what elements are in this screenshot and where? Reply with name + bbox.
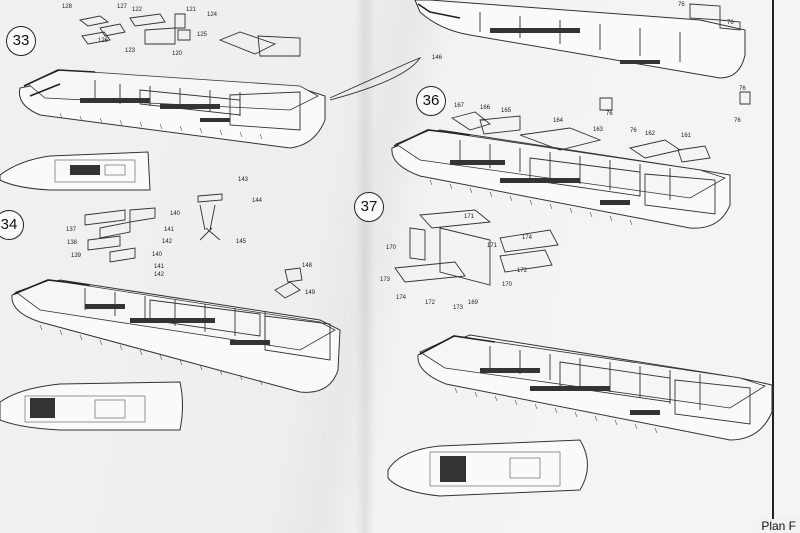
- part-label: 123: [125, 48, 136, 54]
- part-label: 170: [386, 245, 397, 251]
- part-label: 120: [172, 51, 183, 57]
- part-label: 76: [630, 128, 637, 134]
- part-label: 161: [681, 133, 692, 139]
- part-label: 121: [186, 7, 197, 13]
- part-label: 76: [606, 111, 613, 117]
- part-label: 174: [522, 235, 533, 241]
- part-label: 139: [71, 253, 82, 259]
- step-number-36: 36: [416, 86, 446, 116]
- part-label: 166: [480, 105, 491, 111]
- part-label: 124: [207, 12, 218, 18]
- part-label: 142: [162, 239, 173, 245]
- boat-step-33: [18, 13, 422, 149]
- part-label: 148: [302, 263, 313, 269]
- boat-step-36: [391, 111, 731, 229]
- frame-border-line: [772, 0, 774, 533]
- part-label: 125: [197, 32, 208, 38]
- part-label: 149: [305, 290, 316, 296]
- part-label: 171: [487, 243, 498, 249]
- part-label: 76: [678, 2, 685, 8]
- part-label: 138: [67, 240, 78, 246]
- part-label: 163: [593, 127, 604, 133]
- part-label: 140: [170, 211, 181, 217]
- part-label: 76: [739, 86, 746, 92]
- boat-step-34: [11, 193, 341, 393]
- part-label: 172: [425, 300, 436, 306]
- part-label: 144: [252, 198, 263, 204]
- part-label: 165: [501, 108, 512, 114]
- part-label: 172: [517, 268, 528, 274]
- plan-label: Plan F: [759, 519, 800, 533]
- part-label: 142: [154, 272, 165, 278]
- part-label: 162: [645, 131, 656, 137]
- deck-plan-bottom-left: [0, 381, 183, 431]
- part-label: 141: [164, 227, 175, 233]
- part-label: 174: [396, 295, 407, 301]
- deck-plan-bottom-right: [387, 439, 588, 497]
- part-label: 170: [502, 282, 513, 288]
- part-label: 137: [66, 227, 77, 233]
- part-label: 127: [117, 4, 128, 10]
- page-fold: [355, 0, 375, 533]
- boat-step-37: [394, 209, 773, 441]
- step-number-34: 34: [0, 210, 24, 240]
- boat-top-right: [414, 0, 751, 111]
- part-label: 173: [453, 305, 464, 311]
- part-label: 122: [132, 7, 143, 13]
- part-label: 169: [468, 300, 479, 306]
- part-label: 164: [553, 118, 564, 124]
- step-number-33: 33: [6, 26, 36, 56]
- step-number-37: 37: [354, 192, 384, 222]
- part-label: 167: [454, 103, 465, 109]
- part-label: 143: [238, 177, 249, 183]
- part-label: 146: [432, 55, 443, 61]
- part-label: 171: [464, 214, 475, 220]
- part-label: 141: [154, 264, 165, 270]
- part-label: 145: [236, 239, 247, 245]
- part-label: 173: [380, 277, 391, 283]
- deck-plan-top-left: [0, 151, 151, 191]
- part-label: 76: [727, 20, 734, 26]
- part-label: 128: [62, 4, 73, 10]
- part-label: 126: [98, 38, 109, 44]
- part-label: 140: [152, 252, 163, 258]
- part-label: 76: [734, 118, 741, 124]
